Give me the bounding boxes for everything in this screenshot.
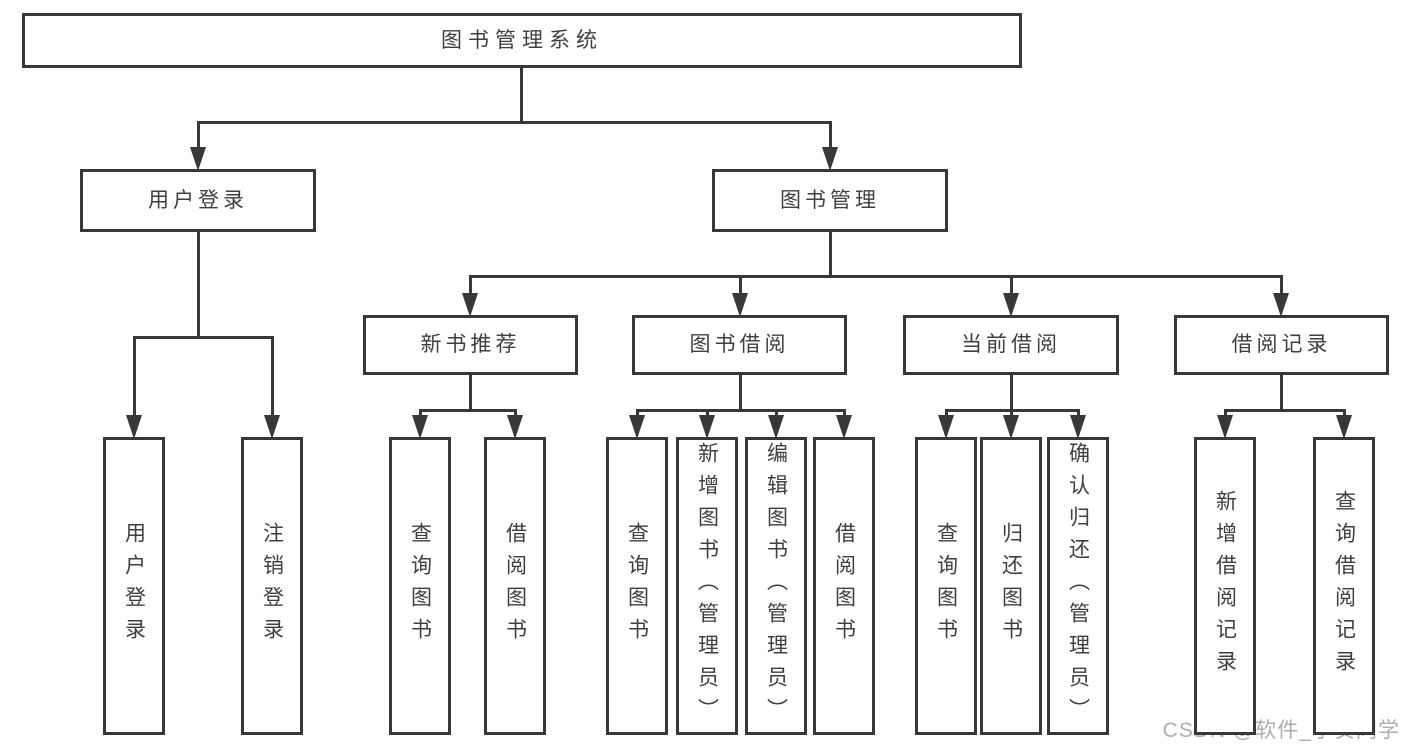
connector-arrowhead (1336, 415, 1352, 439)
connector-drop (1342, 409, 1346, 419)
node-label: 编辑图书（管理员） (764, 442, 788, 730)
node-label: 图书管理 (780, 188, 880, 212)
node-new-book-recommend: 新书推荐 (363, 315, 578, 375)
connector-drop (1279, 275, 1283, 297)
node-label: 借阅图书 (832, 522, 856, 650)
connector-drop (132, 336, 136, 419)
node-label: 图书管理系统 (441, 28, 603, 52)
node-label: 新增借阅记录 (1213, 490, 1237, 682)
node-leaf-query-books-borrowing: 查询图书 (606, 437, 668, 735)
node-leaf-add-borrow-record: 新增借阅记录 (1194, 437, 1256, 735)
connector-rail (196, 121, 832, 124)
connector-stem (196, 232, 200, 339)
connector-arrowhead (938, 415, 954, 439)
connector-rail (132, 336, 274, 339)
node-label: 新增图书（管理员） (695, 442, 719, 730)
node-label: 用户登录 (122, 522, 146, 650)
node-label: 当前借阅 (961, 333, 1061, 357)
node-leaf-confirm-return-admin: 确认归还（管理员） (1047, 437, 1109, 735)
node-label: 查询图书 (934, 522, 958, 650)
connector-arrowhead (836, 415, 852, 439)
connector-drop (270, 336, 274, 419)
node-leaf-query-books-recommend: 查询图书 (389, 437, 451, 735)
connector-arrowhead (462, 293, 478, 317)
connector-drop (774, 409, 778, 419)
connector-arrowhead (699, 415, 715, 439)
node-leaf-user-login: 用户登录 (103, 437, 165, 735)
node-borrowing-records: 借阅记录 (1174, 315, 1389, 375)
connector-rail (1223, 409, 1346, 412)
connector-drop (1009, 409, 1013, 419)
connector-arrowhead (190, 147, 206, 171)
node-leaf-add-books-admin: 新增图书（管理员） (676, 437, 738, 735)
connector-arrowhead (1070, 415, 1086, 439)
connector-stem (1279, 375, 1283, 412)
node-user-login: 用户登录 (80, 169, 316, 232)
node-label: 确认归还（管理员） (1066, 442, 1090, 730)
node-book-borrowing: 图书借阅 (632, 315, 847, 375)
connector-stem (828, 232, 832, 278)
connector-rail (635, 409, 846, 412)
connector-stem (738, 375, 742, 412)
connector-drop (944, 409, 948, 419)
connector-arrowhead (507, 415, 523, 439)
node-label: 图书借阅 (689, 333, 790, 357)
node-leaf-query-books-current: 查询图书 (915, 437, 977, 735)
connector-arrowhead (1003, 293, 1019, 317)
connector-stem (468, 375, 472, 412)
node-label: 查询借阅记录 (1332, 490, 1356, 682)
connector-arrowhead (264, 415, 280, 439)
node-book-management: 图书管理 (712, 169, 948, 232)
connector-drop (1223, 409, 1227, 419)
connector-drop (1009, 275, 1013, 297)
node-label: 查询图书 (625, 522, 649, 650)
node-label: 用户登录 (148, 188, 248, 212)
node-label: 注销登录 (260, 522, 284, 650)
node-leaf-query-borrow-record: 查询借阅记录 (1313, 437, 1375, 735)
node-leaf-borrow-books: 借阅图书 (813, 437, 875, 735)
connector-drop (842, 409, 846, 419)
connector-drop (635, 409, 639, 419)
connector-arrowhead (126, 415, 142, 439)
node-leaf-logout: 注销登录 (241, 437, 303, 735)
node-label: 借阅图书 (503, 522, 527, 650)
node-label: 归还图书 (999, 522, 1023, 650)
connector-drop (705, 409, 709, 419)
node-root: 图书管理系统 (22, 13, 1022, 68)
connector-rail (418, 409, 517, 412)
node-label: 查询图书 (408, 522, 432, 650)
node-leaf-return-books: 归还图书 (980, 437, 1042, 735)
connector-drop (418, 409, 422, 419)
node-leaf-borrow-books-recommend: 借阅图书 (484, 437, 546, 735)
connector-drop (513, 409, 517, 419)
connector-drop (196, 121, 200, 151)
connector-arrowhead (768, 415, 784, 439)
connector-drop (828, 121, 832, 151)
node-label: 新书推荐 (420, 333, 521, 357)
connector-arrowhead (1217, 415, 1233, 439)
connector-drop (468, 275, 472, 297)
node-current-borrowing: 当前借阅 (903, 315, 1119, 375)
connector-arrowhead (412, 415, 428, 439)
node-label: 借阅记录 (1231, 333, 1332, 357)
connector-arrowhead (732, 293, 748, 317)
connector-arrowhead (629, 415, 645, 439)
connector-stem (519, 68, 523, 124)
connector-drop (1076, 409, 1080, 419)
node-leaf-edit-books-admin: 编辑图书（管理员） (745, 437, 807, 735)
connector-arrowhead (1273, 293, 1289, 317)
connector-stem (1009, 375, 1013, 412)
connector-arrowhead (822, 147, 838, 171)
connector-rail (468, 275, 1283, 278)
connector-arrowhead (1003, 415, 1019, 439)
connector-drop (738, 275, 742, 297)
